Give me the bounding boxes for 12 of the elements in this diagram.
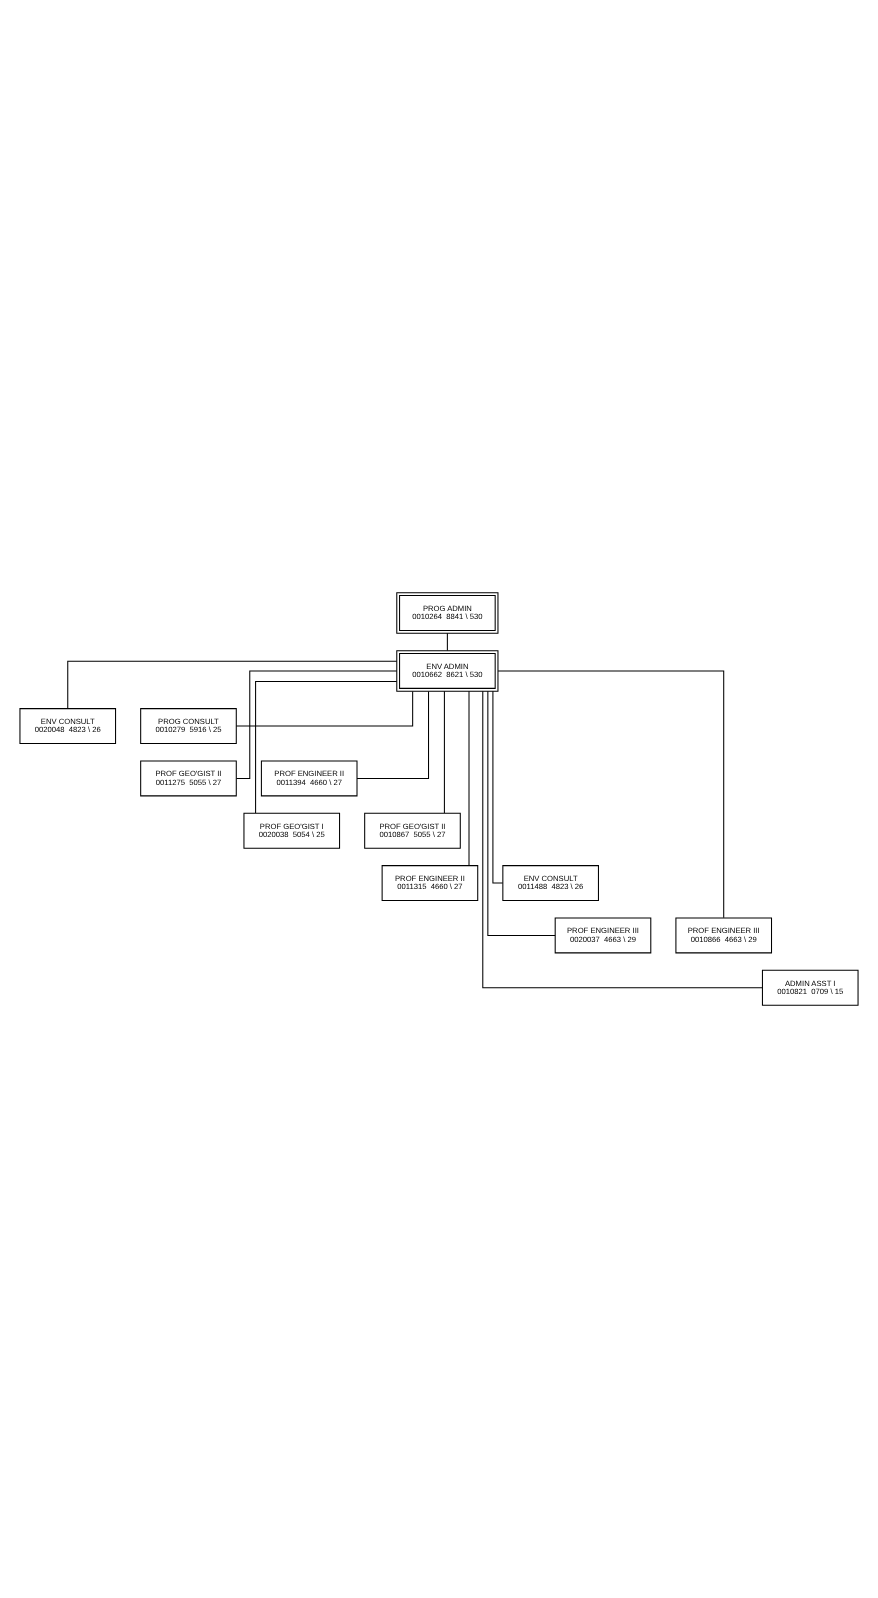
connector <box>67 660 398 709</box>
connector <box>356 690 430 779</box>
connector <box>446 632 448 652</box>
connector <box>492 690 504 884</box>
connector <box>443 690 445 814</box>
connector <box>468 690 470 867</box>
connector <box>255 680 398 814</box>
connector <box>482 690 763 989</box>
connector <box>497 670 725 919</box>
connector <box>235 690 414 727</box>
connector <box>487 690 556 936</box>
connector <box>235 670 398 779</box>
